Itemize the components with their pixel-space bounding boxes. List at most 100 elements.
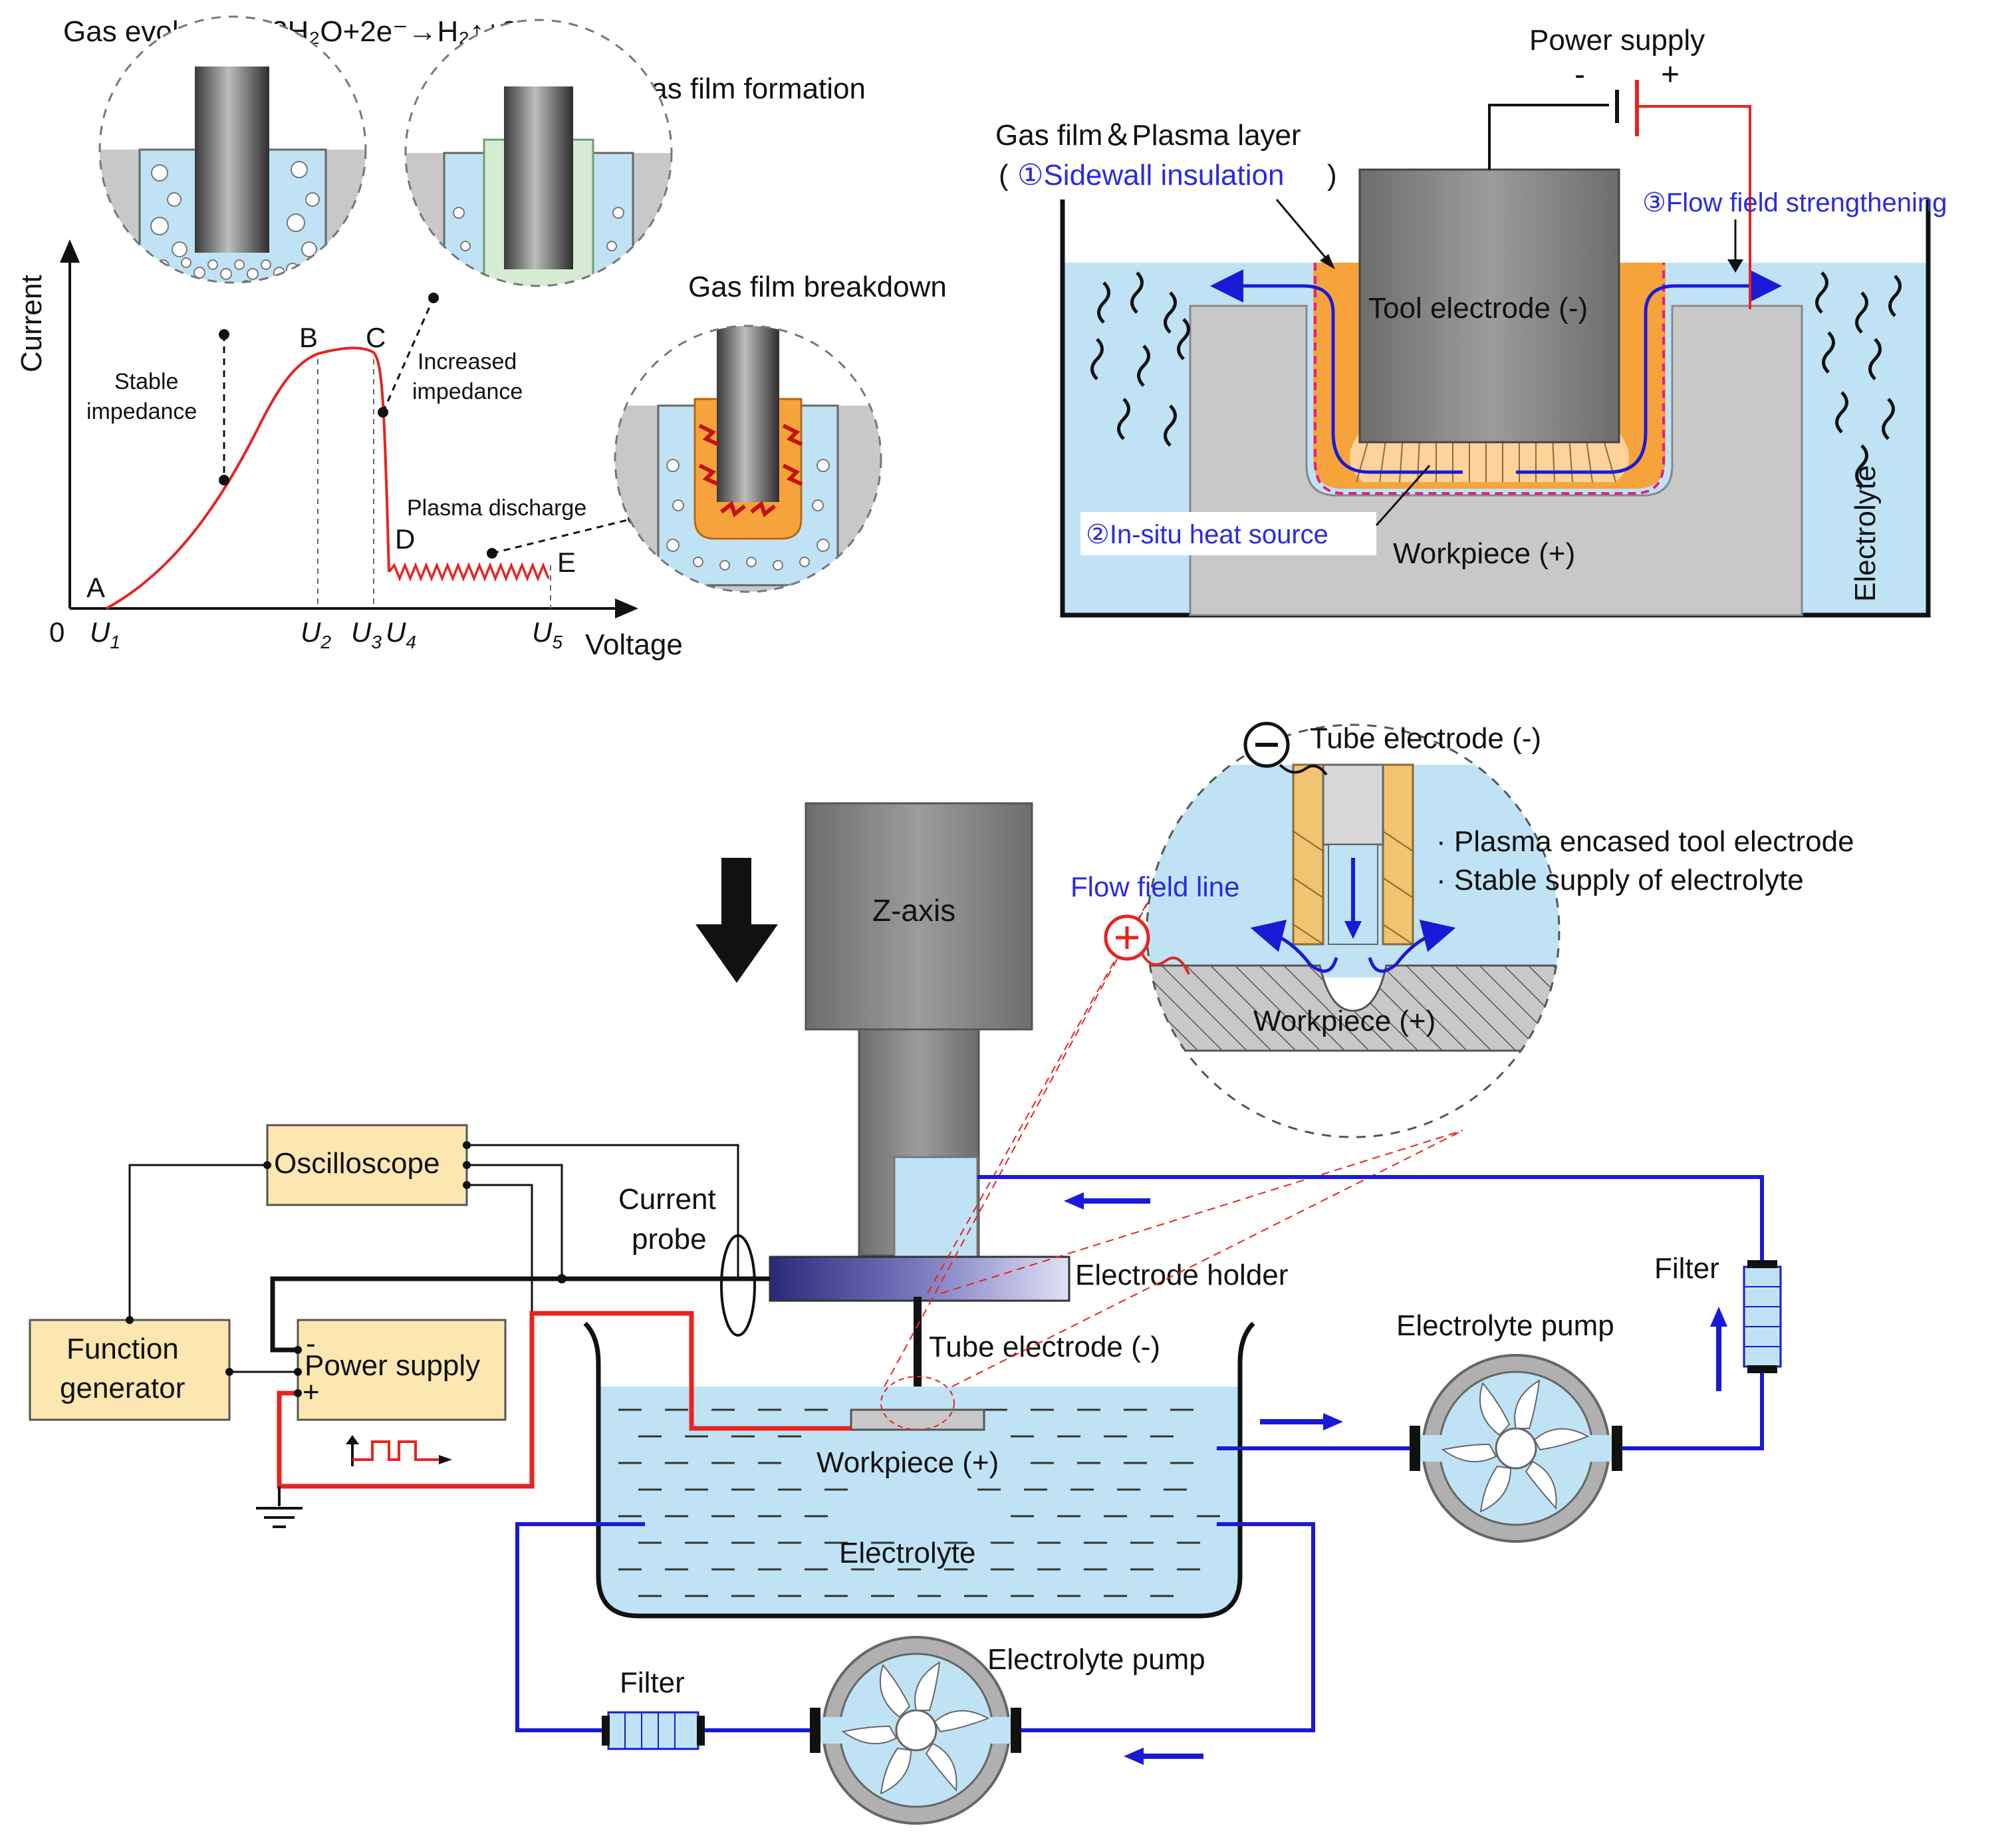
setup-panel: Z-axis Electrode holder Tube electrode (… bbox=[29, 722, 1854, 1825]
positive-supply-wire bbox=[277, 1311, 851, 1489]
tick-u2: U2 bbox=[301, 616, 331, 652]
negative-supply-wire bbox=[270, 1276, 770, 1353]
flow-arrows bbox=[1064, 1192, 1727, 1765]
flow-line-left bbox=[1210, 269, 1463, 474]
electrolyte-tank-wall bbox=[583, 1321, 1255, 1619]
voltage-axis-label: Voltage bbox=[585, 628, 683, 661]
formation-stage-circle bbox=[404, 19, 673, 287]
electrolyte-tank-fill bbox=[598, 1386, 1240, 1616]
heat-source-label: ②In-situ heat source bbox=[1086, 520, 1328, 549]
z-axis-body bbox=[805, 802, 1033, 1031]
positive-lead bbox=[1141, 953, 1190, 975]
wire-junction-dots bbox=[126, 1141, 566, 1397]
origin-label: 0 bbox=[49, 616, 64, 648]
connector-dot bbox=[219, 329, 229, 340]
bottom-filter bbox=[602, 1711, 705, 1750]
mechanism-electrolyte-label: Electrolyte bbox=[1849, 465, 1882, 602]
heat-source-lines bbox=[1356, 435, 1616, 483]
gas-film-formation-label: Gas film formation bbox=[628, 72, 866, 105]
pulse-waveform-icon bbox=[346, 1435, 452, 1466]
power-supply-plus: + bbox=[303, 1376, 320, 1408]
connector-increased bbox=[382, 297, 435, 413]
electrolyte-piping bbox=[515, 1175, 1764, 1732]
tick-u3: U3 bbox=[351, 616, 382, 652]
flow-field-pointer-head bbox=[1727, 259, 1743, 273]
setup-tube-electrode bbox=[914, 1297, 922, 1410]
mechanism-power-supply-label: Power supply bbox=[1529, 24, 1705, 57]
bottom-pump-label: Electrolyte pump bbox=[987, 1643, 1205, 1676]
zoom-line bbox=[951, 1130, 1463, 1387]
inset-bullet-1: · Plasma encased tool electrode bbox=[1436, 825, 1854, 858]
machining-zone-marker bbox=[880, 1376, 955, 1430]
electrode-holder bbox=[769, 1255, 1070, 1302]
oscilloscope-label: Oscilloscope bbox=[274, 1147, 439, 1180]
point-a: A bbox=[86, 572, 105, 603]
electrolyte-hatching bbox=[618, 1408, 1220, 1597]
gas-film-breakdown-label: Gas film breakdown bbox=[688, 271, 947, 303]
function-generator-label-2: generator bbox=[60, 1372, 185, 1404]
power-supply-minus: - bbox=[306, 1327, 316, 1360]
plasma-boundary bbox=[1314, 263, 1665, 495]
negative-lead bbox=[1279, 763, 1328, 776]
right-filter-label: Filter bbox=[1654, 1252, 1719, 1285]
tube-electrode-inset: Tube electrode (-) · Plasma encased tool… bbox=[1070, 722, 1854, 1138]
mechanism-workpiece-label: Workpiece (+) bbox=[1393, 537, 1575, 570]
z-axis-label: Z-axis bbox=[872, 893, 955, 928]
mechanism-plus-label: + bbox=[1661, 57, 1680, 92]
connector-dot bbox=[428, 293, 439, 303]
stable-impedance-line2: impedance bbox=[86, 399, 197, 424]
point-d: D bbox=[395, 523, 415, 555]
zoom-line bbox=[940, 1130, 1463, 1294]
setup-workpiece-label: Workpiece (+) bbox=[816, 1446, 999, 1479]
heat-source-pointer bbox=[1375, 465, 1431, 526]
function-generator-label-1: Function bbox=[66, 1333, 179, 1365]
tool-electrode bbox=[1358, 168, 1620, 444]
bottom-filter-label: Filter bbox=[620, 1666, 685, 1699]
right-pump-label: Electrolyte pump bbox=[1396, 1309, 1614, 1342]
connector-dot bbox=[487, 548, 497, 559]
iv-curve bbox=[106, 346, 390, 610]
gas-evolution-panel: Gas evolution：2H₂O+2e⁻→H₂↑+2OH⁻ Current … bbox=[15, 15, 947, 661]
gas-film-plasma-label: Gas film＆Plasma layer bbox=[995, 119, 1301, 152]
right-filter bbox=[1743, 1260, 1782, 1373]
sidewall-open-paren: ( bbox=[999, 159, 1009, 192]
power-wire-positive bbox=[1637, 105, 1751, 309]
flow-field-line-label: Flow field line bbox=[1070, 871, 1239, 902]
inset-workpiece-label: Workpiece (+) bbox=[1253, 1005, 1436, 1037]
plasma-discharge-wave bbox=[388, 562, 550, 582]
right-electrolyte-pump bbox=[1410, 1354, 1622, 1543]
mechanism-minus-label: - bbox=[1574, 57, 1585, 92]
tick-u1: U1 bbox=[90, 616, 120, 652]
setup-tube-electrode-label: Tube electrode (-) bbox=[929, 1331, 1160, 1363]
connector-breakdown bbox=[491, 517, 634, 555]
sidewall-pointer bbox=[1275, 199, 1331, 263]
power-wire-negative bbox=[1488, 104, 1609, 170]
current-probe bbox=[720, 1234, 756, 1337]
power-supply-label: Power supply bbox=[305, 1349, 480, 1382]
point-b: B bbox=[299, 322, 318, 353]
electrode-holder-label: Electrode holder bbox=[1075, 1259, 1288, 1291]
inset-bullet-2: · Stable supply of electrolyte bbox=[1436, 864, 1804, 896]
tick-u4: U4 bbox=[386, 616, 416, 652]
connector-dot bbox=[219, 475, 229, 485]
voltage-axis-arrow bbox=[615, 598, 638, 618]
heat-source-box bbox=[1080, 512, 1376, 555]
connector-dot bbox=[378, 407, 388, 418]
current-probe-label-1: Current bbox=[618, 1183, 716, 1216]
inset-tube-label: Tube electrode (-) bbox=[1310, 722, 1541, 755]
tool-electrode-label: Tool electrode (-) bbox=[1368, 292, 1588, 325]
function-generator-box bbox=[29, 1319, 231, 1421]
point-c: C bbox=[366, 322, 386, 353]
current-probe-label-2: probe bbox=[632, 1223, 707, 1255]
increased-impedance-line1: Increased bbox=[418, 349, 517, 374]
setup-electrolyte-label: Electrolyte bbox=[839, 1537, 975, 1569]
ground-icon bbox=[256, 1507, 303, 1528]
point-e: E bbox=[557, 547, 576, 578]
power-supply-box bbox=[297, 1319, 507, 1421]
stable-stage-circle bbox=[98, 15, 367, 284]
increased-impedance-line2: impedance bbox=[412, 379, 523, 404]
current-axis-arrow bbox=[60, 239, 80, 263]
flow-line-right bbox=[1516, 269, 1782, 474]
sidewall-close-paren: ) bbox=[1327, 159, 1337, 192]
